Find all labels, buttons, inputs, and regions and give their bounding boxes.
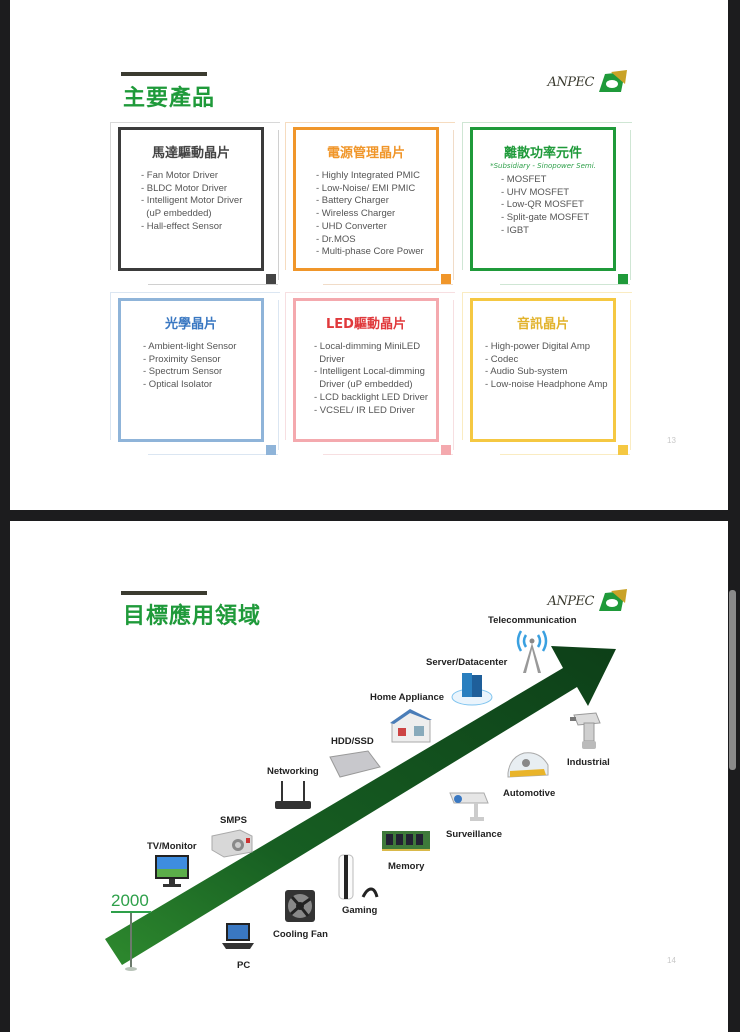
card-title: 音訊晶片 [516,317,569,332]
app-label-cooling-fan: Cooling Fan [273,929,328,940]
card-item: - Intelligent Local-dimming [314,366,425,378]
card-item: - Low-Noise/ EMI PMIC [316,182,416,194]
card-title: 馬達驅動晶片 [151,146,230,161]
app-label-networking: Networking [267,766,319,777]
card-item: - Battery Charger [316,195,389,207]
anpec-logo-icon [599,589,627,611]
car-icon [507,752,549,778]
title-accent-bar [121,591,207,595]
game-console-icon [338,854,379,900]
memory-module-icon [382,831,430,851]
card-item: - Hall-effect Sensor [141,220,223,232]
fan-icon [285,890,315,922]
app-label-server-datacenter: Server/Datacenter [426,657,508,668]
app-label-surveillance: Surveillance [446,829,502,840]
laptop-icon [222,923,254,949]
hard-drive-icon [329,750,381,778]
app-label-memory: Memory [388,861,425,872]
card-item: - Intelligent Motor Driver [141,195,243,207]
card-item: - Split-gate MOSFET [501,212,590,224]
app-label-home-appliance: Home Appliance [370,692,445,703]
card-corner-square [266,274,276,284]
slide-title: 目標應用領域 [123,604,262,629]
anpec-logo-icon [599,70,627,92]
card-title: 光學晶片 [164,317,217,332]
card-item: Driver (uP embedded) [314,379,413,391]
slide-13: 主要產品 ANPEC 馬達驅動晶片 - Fan Motor Driver - B… [10,0,728,510]
card-item: - Ambient-light Sensor [143,341,237,352]
card-item: - Multi-phase Core Power [316,246,424,258]
card-item: - Highly Integrated PMIC [316,170,421,181]
logo-text: ANPEC [547,593,595,609]
card-corner-square [266,445,276,455]
card-item: - Proximity Sensor [143,353,221,365]
card-item: - Low-noise Headphone Amp [485,379,608,391]
card-corner-square [618,274,628,284]
card-item: - Local-dimming MiniLED [314,341,421,352]
app-label-hdd-ssd: HDD/SSD [331,736,374,747]
security-camera-icon [449,792,489,821]
slide-14: 目標應用領域 ANPEC 2000 TV/Mon [10,521,728,1032]
card-item: - Optical Isolator [143,379,213,391]
start-year: 2000 [111,891,149,910]
app-label-tv-monitor: TV/Monitor [147,841,197,852]
card-item: - Audio Sub-system [485,366,568,378]
power-supply-icon [211,829,253,858]
tv-monitor-icon [155,855,189,887]
card-item: - Codec [485,353,519,365]
card-corner-square [618,445,628,455]
page-number: 14 [667,956,676,965]
card-subtitle: *Subsidiary - Sinopower Semi. [490,162,596,170]
server-cloud-icon [451,673,493,706]
house-icon [390,709,432,743]
title-accent-bar [121,72,207,76]
app-label-automotive: Automotive [503,788,556,799]
card-item: Driver [314,353,345,365]
anpec-logo: ANPEC [548,589,627,613]
router-icon [275,781,311,809]
card-item: - VCSEL/ IR LED Driver [314,404,415,416]
slide-title: 主要產品 [123,86,216,111]
card-item: - Low-QR MOSFET [501,199,584,211]
card-item: - High-power Digital Amp [485,341,591,352]
timeline-pole-base [125,967,137,971]
card-item: - Dr.MOS [316,233,356,245]
app-label-industrial: Industrial [567,757,610,768]
card-item: (uP embedded) [141,208,212,220]
app-label-gaming: Gaming [342,905,378,916]
app-label-smps: SMPS [220,815,247,826]
card-item: - BLDC Motor Driver [141,182,228,194]
antenna-tower-icon [516,630,548,673]
card-title: 離散功率元件 [503,146,582,161]
card-corner-square [441,274,451,284]
card-item: - LCD backlight LED Driver [314,391,429,403]
page-number: 13 [667,436,676,445]
app-label-pc: PC [237,960,251,971]
app-label-telecommunication: Telecommunication [488,615,577,626]
anpec-logo: ANPEC [548,70,627,94]
card-item: - Fan Motor Driver [141,170,219,181]
logo-text: ANPEC [547,74,595,90]
vertical-scrollbar[interactable] [729,590,736,770]
card-title: LED驅動晶片 [326,317,406,332]
card-item: - IGBT [501,224,529,236]
card-corner-square [441,445,451,455]
timeline-pole [130,913,132,969]
card-item: - MOSFET [501,174,547,185]
card-item: - UHD Converter [316,220,387,232]
card-item: - UHV MOSFET [501,186,570,198]
growth-arrow-icon [105,646,616,965]
card-item: - Wireless Charger [316,208,396,220]
year-underline [111,911,151,913]
card-item: - Spectrum Sensor [143,366,223,378]
card-title: 電源管理晶片 [326,146,405,161]
power-drill-icon [570,712,601,749]
